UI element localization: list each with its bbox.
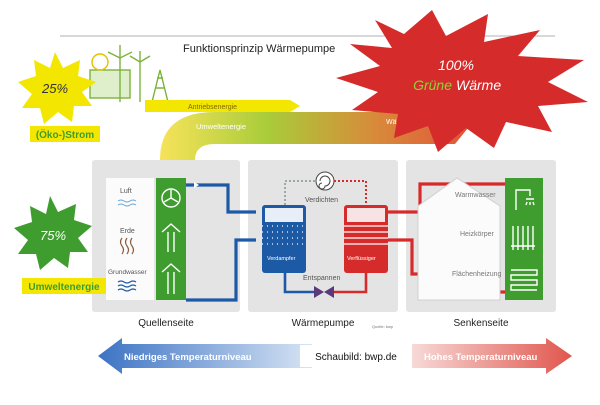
floor-heating-icon [510, 269, 538, 291]
liquid-line-high [334, 273, 368, 294]
source-section-label: Quellenseite [138, 318, 194, 329]
condenser-coil-icon [344, 225, 388, 245]
low-temperature-label: Niedriges Temperaturniveau [124, 352, 252, 363]
sink-section-label: Senkenseite [453, 318, 508, 329]
umwelt-percent: 75% [40, 228, 66, 243]
strom-percent: 25% [41, 81, 68, 96]
well-icon [161, 263, 181, 294]
air-waves-icon [117, 199, 137, 207]
condenser-top [347, 208, 385, 222]
ground-probe-icon [161, 223, 181, 252]
flow-arrow-icon [194, 182, 199, 188]
evaporator-top [265, 208, 303, 222]
groundwater-waves-icon [117, 280, 137, 292]
shower-icon [515, 189, 535, 210]
source-circuit [186, 183, 256, 302]
liquid-line-low [283, 273, 314, 294]
strom-label-box [30, 126, 100, 142]
power-plant-icon [89, 45, 169, 103]
evaporator-label: Verdampfer [267, 256, 296, 262]
green-heat-word2: Wärme [456, 77, 501, 93]
small-source-note: Quelle: bwp [372, 324, 394, 329]
sink-item-warmwasser: Warmwasser [455, 192, 496, 199]
fan-icon [161, 188, 181, 208]
energy-flow-arrow [160, 112, 468, 160]
strom-star-badge [18, 52, 96, 124]
heatpump-section-label: Wärmepumpe [292, 318, 355, 329]
ground-loops-icon [119, 237, 135, 255]
source-item-luft: Luft [120, 188, 132, 195]
condenser-label: Verflüssiger [347, 256, 376, 262]
radiator-icon [511, 226, 535, 250]
umwelt-label-box [22, 278, 106, 294]
source-item-erde: Erde [120, 228, 135, 235]
credit-label: Schaubild: bwp.de [315, 352, 397, 363]
green-heat-word1: Grüne [413, 77, 452, 93]
environment-energy-label: Umweltenergie [196, 122, 246, 131]
drive-energy-band [145, 100, 300, 112]
umwelt-label: Umweltenergie [28, 282, 100, 293]
low-temperature-arrow [98, 338, 312, 374]
high-temperature-label: Hohes Temperaturniveau [424, 352, 538, 363]
page-title: Funktionsprinzip Wärmepumpe [183, 43, 335, 55]
green-heat-star-badge [336, 10, 588, 152]
compressor-icon [315, 171, 335, 191]
credit-box [300, 345, 412, 367]
green-heat-percent: 100% [438, 57, 474, 73]
vapor-line-low [284, 180, 316, 205]
source-item-grundwasser: Grundwasser [108, 269, 147, 276]
high-temperature-arrow [412, 338, 572, 374]
house-outline [417, 177, 501, 301]
expansion-label: Entspannen [303, 275, 340, 282]
compressor-label: Verdichten [305, 197, 338, 204]
vapor-line-high [334, 180, 367, 205]
drive-energy-label: Antriebsenergie [188, 104, 237, 111]
source-label-column [106, 178, 154, 300]
expansion-valve-icon [314, 286, 334, 298]
sink-item-flaechenheizung: Flächenheizung [452, 271, 502, 278]
strom-label: (Öko-)Strom [36, 128, 94, 141]
sink-item-heizkoerper: Heizkörper [460, 231, 495, 238]
evaporator-coil-icon [262, 225, 306, 245]
umwelt-star-badge [14, 196, 92, 270]
